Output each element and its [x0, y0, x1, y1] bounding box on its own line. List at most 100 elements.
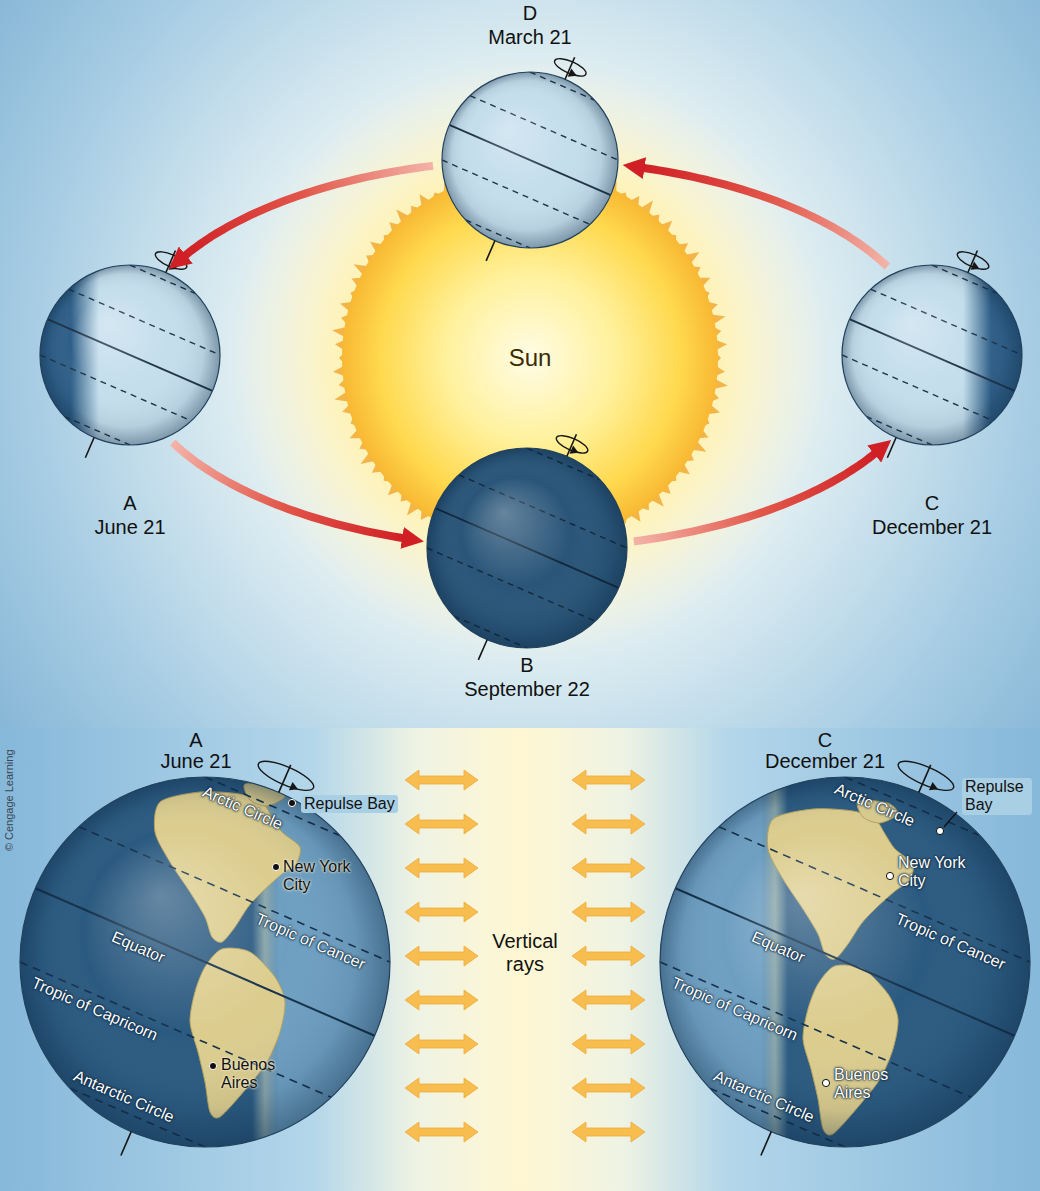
- sphere-shading: [842, 265, 1022, 445]
- ray-arrow: [405, 1122, 478, 1142]
- rotation-arrow: [955, 248, 991, 273]
- place-label: Repulse Bay: [962, 778, 1032, 815]
- rotation-arrowhead: [568, 68, 579, 79]
- axis-line: [85, 438, 94, 458]
- earth-outline: [20, 777, 390, 1147]
- earth-sphere: [417, 51, 643, 270]
- rotation-arrowhead: [971, 262, 982, 273]
- orbit-arrow: [634, 452, 877, 542]
- latitude-label: Tropic of Cancer: [253, 910, 368, 974]
- axis-line: [486, 241, 495, 261]
- earth-detail-node: CDecember 21Repulse BayArctic CircleNew …: [660, 777, 1030, 1147]
- axis-line: [478, 640, 487, 660]
- day-side: [442, 72, 618, 248]
- rotation-arrowhead: [929, 782, 940, 793]
- place-dot: [822, 1079, 829, 1086]
- latitude-label: Arctic Circle: [199, 783, 285, 834]
- latitude-label: Equator: [109, 928, 168, 967]
- place-label: New York City: [283, 858, 359, 895]
- night-side: [20, 777, 390, 1147]
- latitude-label: Tropic of Capricorn: [29, 974, 161, 1045]
- place-dot: [288, 799, 295, 806]
- leader-line: [944, 812, 957, 827]
- earth-outline: [427, 448, 627, 648]
- date-label: September 22: [464, 678, 590, 700]
- ray-arrow: [405, 1034, 478, 1054]
- axis-line: [121, 1132, 131, 1156]
- date-label: March 21: [488, 26, 571, 48]
- ray-arrow: [572, 946, 645, 966]
- orbit-arrow: [173, 443, 406, 539]
- earth-sphere: [608, 733, 1040, 1191]
- rotation-arrowhead: [289, 782, 300, 793]
- orbit-arrow: [183, 166, 433, 258]
- latitude-label: Tropic of Cancer: [893, 910, 1008, 974]
- place-label: Repulse Bay: [301, 795, 398, 813]
- place-label: Buenos Aires: [221, 1056, 283, 1093]
- rotation-arrowhead: [569, 445, 580, 456]
- sphere-shading: [40, 265, 220, 445]
- earth-outline: [660, 777, 1030, 1147]
- ray-arrow: [572, 814, 645, 834]
- sphere-shading: [660, 777, 1030, 1147]
- place-label: Buenos Aires: [834, 1066, 896, 1103]
- night-side: [660, 777, 1030, 1147]
- ray-arrow: [405, 902, 478, 922]
- place-dot: [886, 872, 893, 879]
- ray-arrow: [405, 1078, 478, 1098]
- latitude-label: Antarctic Circle: [710, 1067, 816, 1127]
- earth-outline: [40, 265, 220, 445]
- ray-arrow: [572, 902, 645, 922]
- rotation-arrow: [255, 756, 317, 796]
- ray-arrow: [405, 858, 478, 878]
- ray-arrow: [572, 1034, 645, 1054]
- axis-line: [279, 765, 291, 793]
- night-side: [842, 265, 1022, 445]
- date-label: December 21: [872, 516, 992, 538]
- season-letter: A: [123, 492, 136, 514]
- axis-line: [761, 1132, 771, 1156]
- date-label: December 21: [765, 751, 885, 772]
- earth-node: AJune 21: [40, 265, 220, 445]
- ray-arrow: [572, 858, 645, 878]
- season-letter: C: [925, 492, 939, 514]
- earth-outline: [442, 72, 618, 248]
- season-letter: B: [520, 654, 533, 676]
- season-letter: A: [189, 730, 202, 751]
- date-label: June 21: [94, 516, 165, 538]
- rotation-arrow: [552, 55, 588, 80]
- rotation-arrow: [895, 756, 957, 796]
- earth-outline: [842, 265, 1022, 445]
- rotation-arrow: [554, 432, 590, 457]
- earth-node: CDecember 21: [842, 265, 1022, 445]
- ray-arrow: [405, 946, 478, 966]
- sphere-shading: [20, 777, 390, 1147]
- season-letter: D: [523, 2, 537, 24]
- earth-sphere: [0, 733, 442, 1191]
- place-dot: [209, 1062, 216, 1069]
- ray-arrow: [572, 770, 645, 790]
- axis-line: [887, 438, 896, 458]
- latitude-label: Equator: [749, 928, 808, 967]
- season-letter: C: [818, 730, 832, 751]
- place-dot: [272, 863, 279, 870]
- sun-node: Sun: [342, 170, 718, 546]
- rotation-arrowhead: [169, 262, 180, 273]
- latitude-label: Tropic of Capricorn: [669, 974, 801, 1045]
- orbit-arrow: [641, 168, 888, 267]
- ray-arrow: [405, 814, 478, 834]
- sphere-shading: [427, 448, 627, 648]
- date-label: June 21: [160, 751, 231, 772]
- place-label: New York City: [898, 854, 974, 891]
- earth-node: BSeptember 22: [427, 448, 627, 648]
- place-dot: [936, 827, 943, 834]
- earth-detail-node: AJune 21Repulse BayArctic CircleNew York…: [20, 777, 390, 1147]
- rays-panel: [0, 728, 1040, 1191]
- earth-sphere: [15, 243, 246, 466]
- latitude-label: Arctic Circle: [832, 780, 918, 831]
- earth-sphere: [399, 424, 656, 672]
